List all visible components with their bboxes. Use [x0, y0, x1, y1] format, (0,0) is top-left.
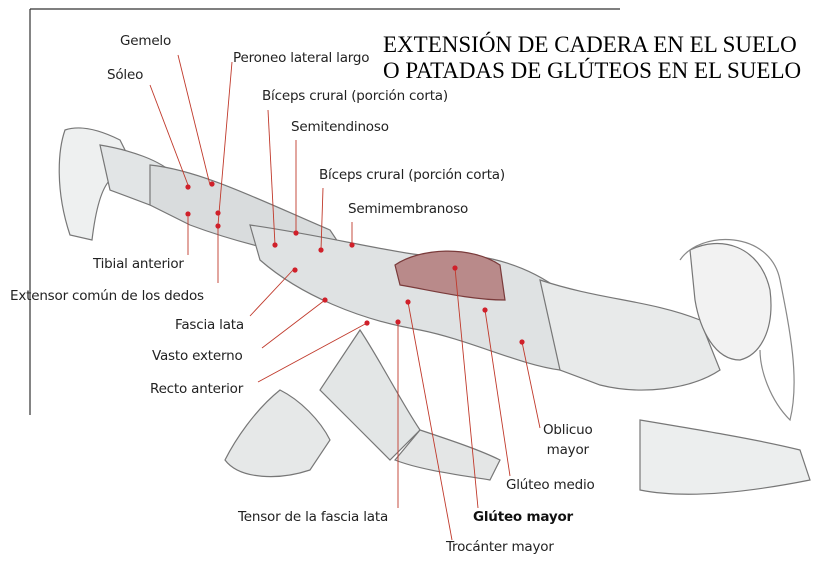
label-biceps-1: Bíceps crural (porción corta) — [262, 88, 448, 104]
body-sketch — [58, 127, 811, 495]
label-trocanter: Trocánter mayor — [446, 539, 554, 555]
marker-vasto — [322, 297, 328, 303]
label-recto: Recto anterior — [150, 381, 244, 397]
title-line-1: EXTENSIÓN DE CADERA EN EL SUELO — [383, 32, 797, 57]
label-tibial: Tibial anterior — [93, 256, 184, 272]
muscle-markers — [185, 181, 525, 345]
leader-lines — [149, 54, 541, 541]
marker-semitendinoso — [293, 230, 299, 236]
label-oblicuo-line-2: mayor — [546, 442, 589, 458]
marker-gemelo — [209, 181, 215, 187]
label-gemelo: Gemelo — [120, 33, 172, 49]
label-semitendinoso: Semitendinoso — [291, 119, 389, 135]
marker-tensor — [395, 319, 401, 325]
label-gluteo-medio: Glúteo medio — [506, 477, 595, 493]
label-tensor: Tensor de la fascia lata — [238, 509, 389, 525]
marker-biceps2 — [318, 247, 324, 253]
label-oblicuo-line-1: Oblicuo — [543, 422, 593, 438]
marker-peroneo — [215, 210, 221, 216]
label-soleo: Sóleo — [107, 67, 144, 83]
marker-tibial — [185, 211, 191, 217]
marker-gluteo-mayor — [452, 265, 458, 271]
page-title: EXTENSIÓN DE CADERA EN EL SUELO O PATADA… — [383, 32, 801, 84]
label-gluteo-mayor: Glúteo mayor — [473, 509, 573, 525]
marker-soleo — [185, 184, 191, 190]
marker-trocanter — [405, 299, 411, 305]
label-semimembranoso: Semimembranoso — [348, 201, 469, 217]
label-oblicuo: Oblicuo mayor — [543, 420, 593, 460]
marker-fascia — [292, 267, 298, 273]
label-extensor: Extensor común de los dedos — [10, 288, 204, 304]
marker-extensor — [215, 223, 221, 229]
marker-biceps1 — [272, 242, 278, 248]
marker-semimembranoso — [349, 242, 355, 248]
marker-recto — [364, 320, 370, 326]
label-fascia: Fascia lata — [175, 317, 244, 333]
title-line-2: O PATADAS DE GLÚTEOS EN EL SUELO — [383, 58, 802, 83]
label-vasto: Vasto externo — [152, 348, 243, 364]
label-peroneo: Peroneo lateral largo — [233, 50, 370, 66]
label-biceps-2: Bíceps crural (porción corta) — [319, 167, 505, 183]
marker-gluteo-medio — [482, 307, 488, 313]
marker-oblicuo — [519, 339, 525, 345]
